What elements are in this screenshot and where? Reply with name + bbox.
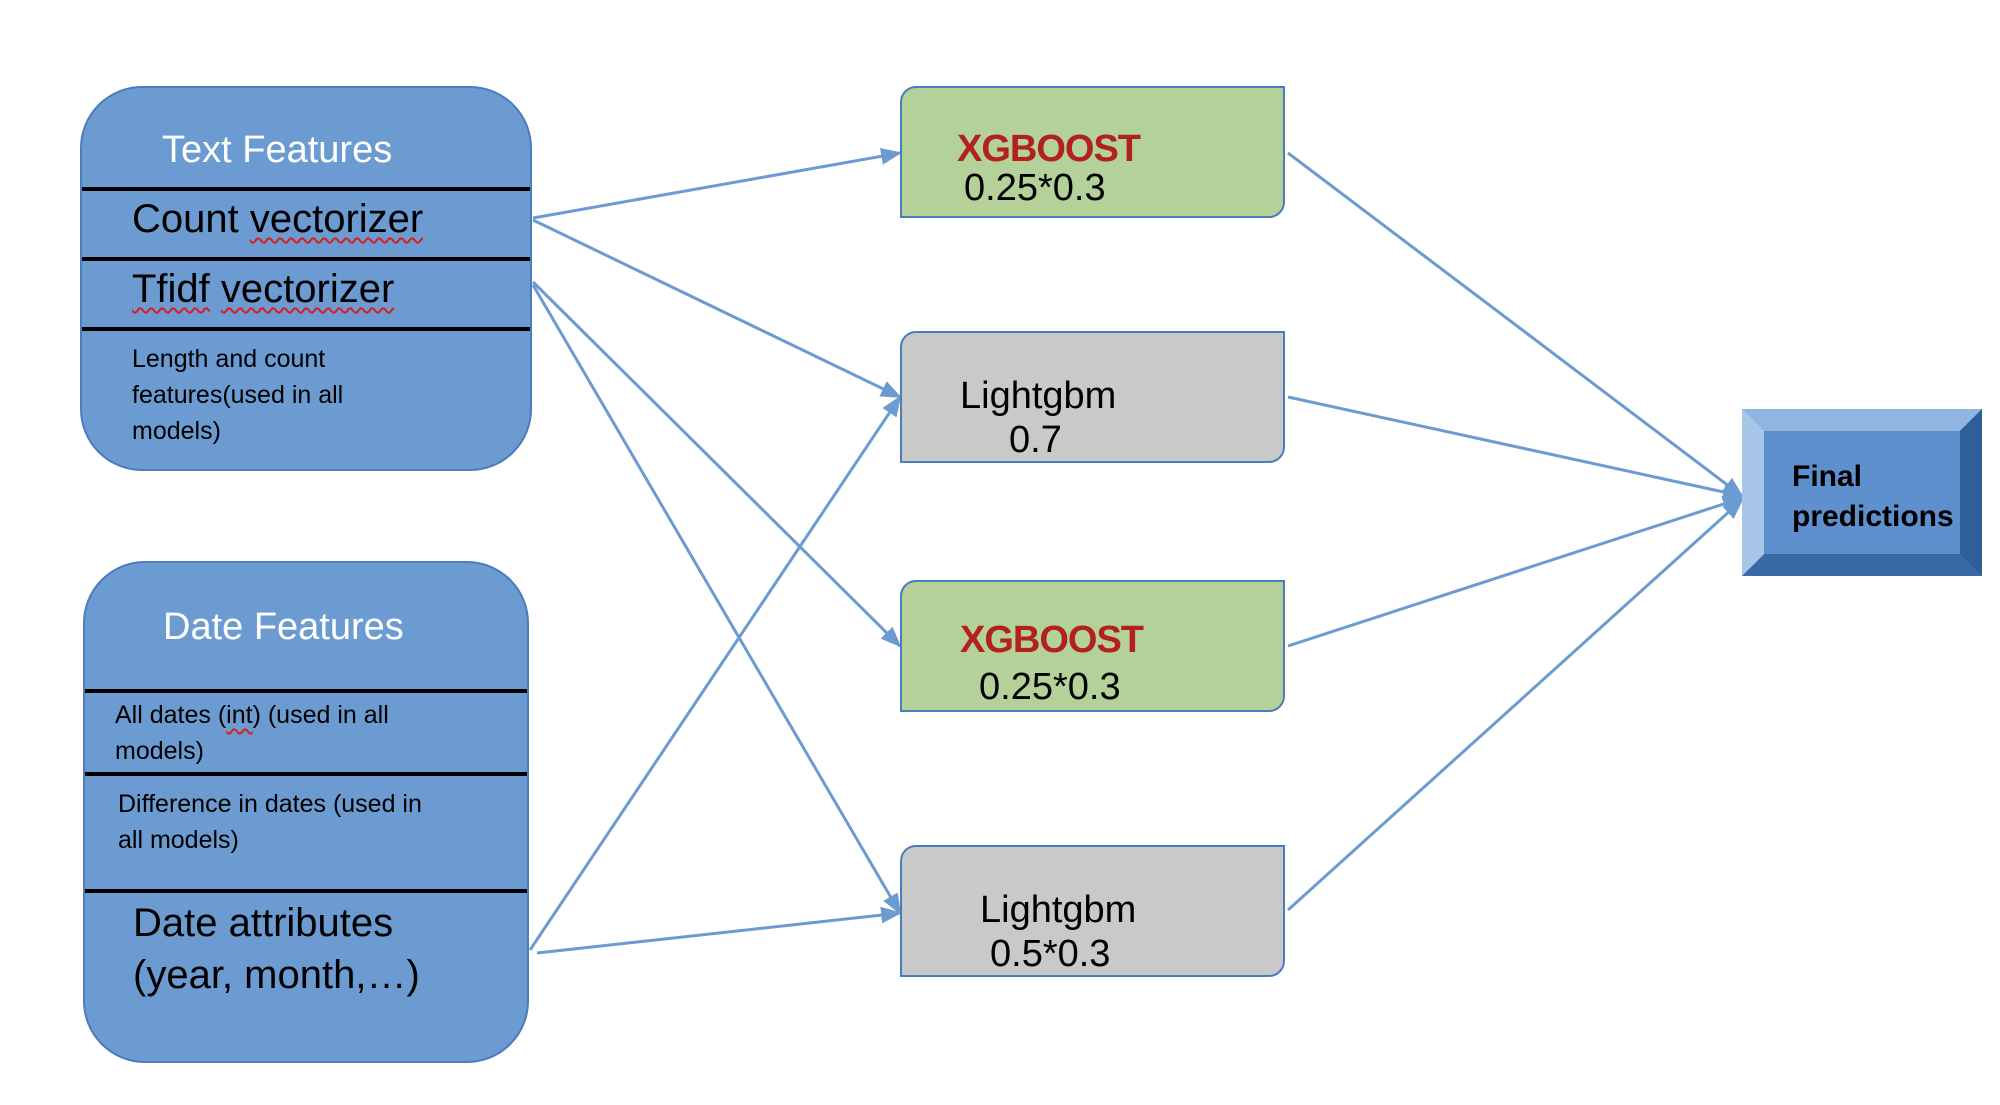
note-line: Length and count (132, 345, 326, 373)
arrow-tfidf-to-xgboost-2 (531, 280, 902, 648)
spellcheck-underline: vectorizer (220, 267, 395, 311)
date-difference-label: Difference in dates (used in all models) (118, 786, 422, 858)
divider (82, 187, 530, 191)
count-vectorizer-label: Count vectorizer (132, 197, 424, 241)
text-features-box: Text Features Count vectorizer Tfidf vec… (80, 86, 532, 471)
tfidf-vectorizer-label: Tfidf vectorizer (132, 263, 394, 315)
lightgbm-weight-2: 0.5*0.3 (990, 933, 1111, 975)
xgboost-label-1: XGBOOST (957, 128, 1141, 170)
xgboost-model-box-1: XGBOOST 0.25*0.3 (900, 86, 1285, 218)
arrow-tfidf-to-lightgbm-2 (531, 284, 902, 915)
arrow-count-to-xgboost-1 (532, 148, 903, 220)
date-attributes-line: (year, month,…) (133, 953, 420, 997)
bevel-edge (1960, 409, 1982, 576)
arrow-lightgbm-2-to-final (1286, 498, 1744, 912)
arrow-count-to-lightgbm-1 (532, 218, 902, 399)
date-attributes-line: Date attributes (133, 901, 394, 945)
final-predictions-box: Final predictions (1742, 409, 1982, 576)
date-features-header-section: Date Features (85, 563, 527, 689)
arrow-xgboost-2-to-final (1287, 495, 1744, 648)
divider (82, 257, 530, 261)
all-dates-line: models) (115, 737, 204, 765)
count-vectorizer-section: Count vectorizer (82, 191, 530, 257)
xgboost-weight-1: 0.25*0.3 (964, 167, 1106, 209)
text-features-title: Text Features (162, 129, 393, 171)
arrow-date-attrs-to-lightgbm-2 (536, 906, 903, 955)
final-line: predictions (1792, 500, 1954, 533)
date-features-title: Date Features (163, 606, 404, 648)
note-line: features(used in all (132, 381, 344, 409)
lightgbm-label-2: Lightgbm (980, 889, 1137, 931)
bevel-edge (1742, 409, 1764, 576)
bevel-face (1764, 431, 1960, 554)
arrow-date-attrs-to-lightgbm-1 (528, 395, 902, 951)
spellcheck-underline: Tfidf (132, 267, 210, 311)
all-dates-label: All dates (int) (used in all models) (115, 697, 389, 769)
lightgbm-model-box-1: Lightgbm 0.7 (900, 331, 1285, 463)
date-difference-section: Difference in dates (used in all models) (85, 776, 527, 889)
note-line: models) (132, 417, 221, 445)
xgboost-label-2: XGBOOST (960, 619, 1144, 661)
final-predictions-label: Final predictions (1792, 457, 1954, 537)
xgboost-weight-2: 0.25*0.3 (979, 666, 1121, 708)
divider (82, 327, 530, 331)
date-attributes-label: Date attributes (year, month,…) (133, 897, 420, 1001)
final-line: Final (1792, 460, 1863, 493)
bevel-edge (1742, 554, 1982, 576)
text-features-header-section: Text Features (82, 88, 530, 187)
spellcheck-underline: vectorizer (249, 197, 424, 241)
divider (85, 772, 527, 776)
lightgbm-weight-1: 0.7 (1009, 419, 1062, 461)
arrow-xgboost-1-to-final (1287, 151, 1744, 498)
date-difference-line: Difference in dates (used in (118, 790, 422, 818)
bevel-edge (1742, 409, 1982, 431)
divider (85, 889, 527, 893)
lightgbm-label-1: Lightgbm (960, 375, 1117, 417)
date-attributes-section: Date attributes (year, month,…) (85, 893, 527, 1061)
all-dates-line: All dates (int) (used in all (115, 701, 389, 729)
length-count-section: Length and count features(used in all mo… (82, 331, 530, 469)
divider (85, 689, 527, 693)
xgboost-model-box-2: XGBOOST 0.25*0.3 (900, 580, 1285, 712)
all-dates-section: All dates (int) (used in all models) (85, 693, 527, 772)
lightgbm-model-box-2: Lightgbm 0.5*0.3 (900, 845, 1285, 977)
spellcheck-underline: int (226, 701, 253, 729)
length-count-note: Length and count features(used in all mo… (132, 341, 343, 449)
tfidf-vectorizer-section: Tfidf vectorizer (82, 261, 530, 327)
arrow-lightgbm-1-to-final (1287, 395, 1745, 501)
date-features-box: Date Features All dates (int) (used in a… (83, 561, 529, 1063)
date-difference-line: all models) (118, 826, 239, 854)
